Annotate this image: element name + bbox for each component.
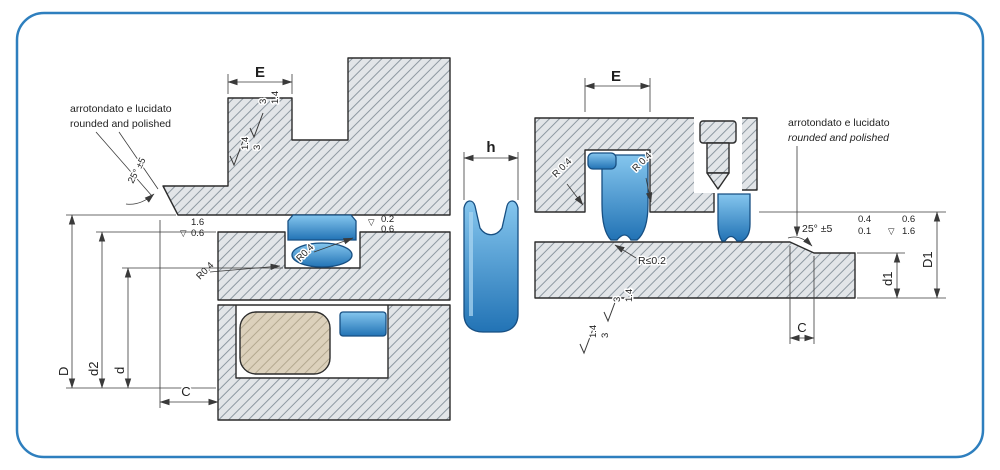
roughness-b-top: 1.4 [240,137,251,150]
left-seal-energizer [291,242,353,268]
annotation-line2: rounded and polished [70,118,171,130]
dim-d1-label: d1 [880,272,895,286]
finish-a-top: 0.4 [858,214,871,225]
plug-stem [706,142,730,174]
left-diameter-dims: D d2 d [55,214,283,389]
dim-d-label: d [112,367,127,374]
dim-D-label: D [56,367,71,376]
roughness-a-top: 3 [612,297,623,302]
annotation-line1: arrotondato e lucidato [788,117,890,129]
finish-triangle-icon: ▽ [888,226,895,236]
left-roller [239,311,331,375]
finish-b-top: 0.6 [902,214,915,225]
dim-C-label: C [181,384,190,399]
roughness-a-bottom: 1.4 [270,91,281,104]
right-port-plug [699,120,737,190]
left-roughness-b: 1.4 3 [229,135,265,167]
face-finish-top: 0.2 [381,214,394,225]
right-rod-section [534,241,856,299]
dim-C-label: C [797,320,806,335]
right-dim-C: C [789,246,815,344]
left-dim-C: C [159,220,219,408]
roughness-a-bottom: 1.4 [624,289,635,302]
plug-tip [706,172,730,190]
right-dim-E: E [584,68,651,112]
right-radius-max: R≤0.2 [614,244,668,269]
left-annotation: arrotondato e lucidato rounded and polis… [70,103,172,197]
left-seal-cap [287,214,357,241]
right-finish-a: 0.4 0.1 [858,214,871,237]
finish-b-bottom: 1.6 [902,226,915,237]
dim-h-label: h [486,139,495,156]
face-finish-bottom: 0.6 [381,224,394,235]
left-face-finish: ▽ 0.2 0.6 [368,214,394,235]
roughness-b-bottom: 3 [600,333,611,338]
profile-dim-h: h [463,139,519,200]
annotation-line1: arrotondato e lucidato [70,103,172,115]
finish-a-bottom: 0.1 [858,226,871,237]
profile-seal [463,200,519,333]
roughness-check-icon [603,296,618,323]
right-annotation: arrotondato e lucidato rounded and polis… [788,117,890,237]
right-finish-b: ▽ 0.6 1.6 [888,214,915,237]
dim-E-label: E [255,64,265,81]
right-view: E R 0.4 R 0.4 arrotondato e lucidato rou… [534,68,946,355]
annotation-line2: rounded and polished [788,132,890,144]
right-diameter-dims: d1 D1 [759,211,946,299]
left-piston-section [217,231,451,301]
right-backup-ring [587,152,617,170]
roughness-b-top: 1.4 [588,325,599,338]
roughness-check-icon [229,140,244,167]
left-roughness-a: 3 1.4 [249,89,283,139]
finish-triangle-icon: ▽ [368,217,375,227]
right-rod-seal [601,154,649,241]
dim-E-label: E [611,68,621,85]
roughness-check-icon [579,328,594,355]
left-bottom-section [217,304,451,421]
right-wiper-seal [717,193,751,242]
chamfer-finish-bottom: 0.6 [191,228,204,239]
right-roughness-b: 1.4 3 [579,323,613,355]
right-chamfer-angle: 25° ±5 [787,222,834,247]
dim-D1-label: D1 [920,251,935,268]
profile-view: h [463,139,519,333]
left-dim-E: E [227,64,293,94]
finish-triangle-icon: ▽ [180,228,187,238]
radius-max-label: R≤0.2 [638,255,666,267]
roughness-a-top: 3 [258,99,269,104]
roughness-b-bottom: 3 [252,145,263,150]
right-roughness-a: 3 1.4 [603,287,637,323]
roughness-check-icon [249,112,264,139]
angle-label: 25° ±5 [802,223,833,235]
left-guide-ring [339,311,387,337]
left-view: E 3 1.4 1.4 3 arrotondato e lucidato rou… [55,57,451,421]
chamfer-finish-top: 1.6 [191,217,204,228]
left-chamfer-finish: 1.6 0.6 ▽ [180,217,204,239]
left-gland-section [162,57,451,216]
dim-d2-label: d2 [86,362,101,376]
plug-head [699,120,737,144]
